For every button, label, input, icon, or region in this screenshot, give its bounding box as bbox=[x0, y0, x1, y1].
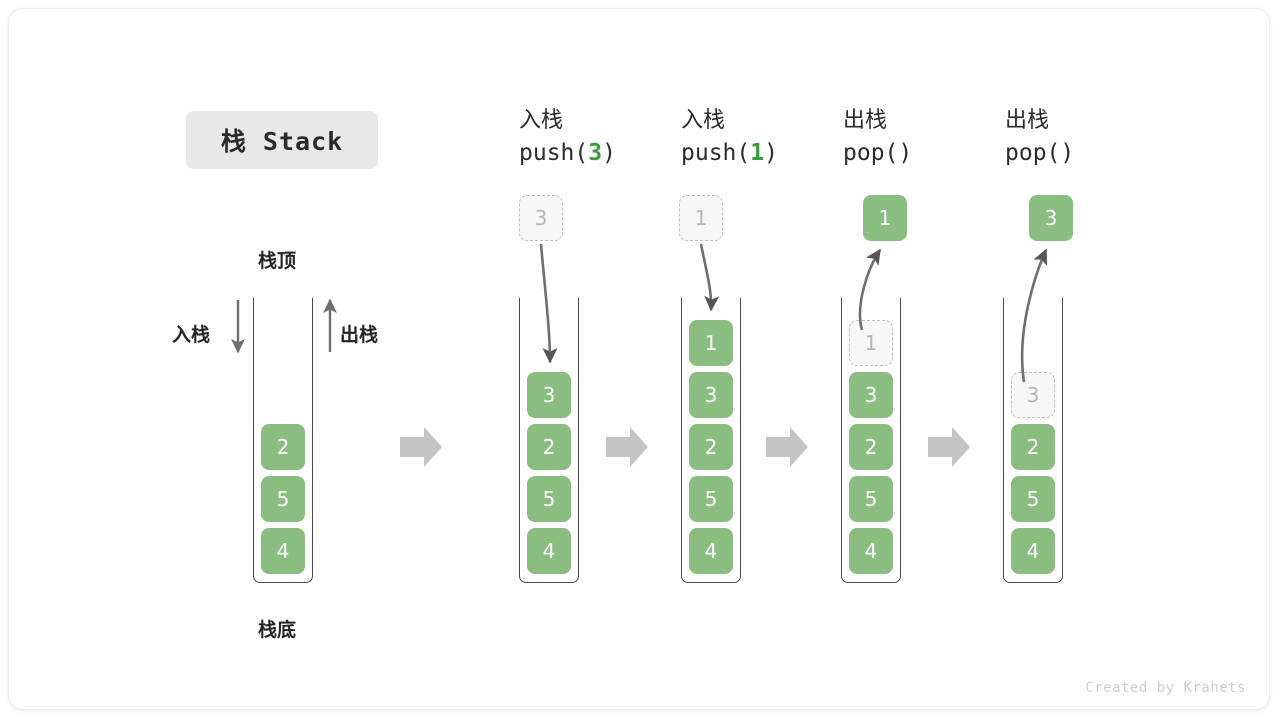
push-3-incoming-cell: 3 bbox=[519, 195, 563, 241]
pop-1-cell: 1 bbox=[849, 320, 893, 366]
column-header-push-3: 入栈 push(3) bbox=[519, 108, 616, 166]
push-3-cell: 2 bbox=[527, 424, 571, 470]
pop-1-cell: 3 bbox=[849, 372, 893, 418]
pop-1-stack-container bbox=[841, 298, 901, 583]
stack-push-label: 入栈 bbox=[172, 324, 211, 346]
pop-1-outgoing-cell: 1 bbox=[863, 195, 907, 241]
left-stack-cell: 5 bbox=[261, 476, 305, 522]
push-1-cell: 1 bbox=[689, 320, 733, 366]
column-header-pop-1: 出栈 pop() bbox=[843, 108, 913, 166]
stack-top-label: 栈顶 bbox=[258, 250, 297, 272]
pop-2-cell: 5 bbox=[1011, 476, 1055, 522]
column-header-push-1: 入栈 push(1) bbox=[681, 108, 778, 166]
push-1-cell: 4 bbox=[689, 528, 733, 574]
pop-2-cell: 3 bbox=[1011, 372, 1055, 418]
push-3-cell: 5 bbox=[527, 476, 571, 522]
push-3-cell: 4 bbox=[527, 528, 571, 574]
push-1-stack-container bbox=[681, 298, 741, 583]
stack-title-badge: 栈 Stack bbox=[186, 111, 378, 169]
push-1-cell: 3 bbox=[689, 372, 733, 418]
push-1-cell: 2 bbox=[689, 424, 733, 470]
push-1-cell: 5 bbox=[689, 476, 733, 522]
pop-2-cell: 4 bbox=[1011, 528, 1055, 574]
pop-2-outgoing-cell: 3 bbox=[1029, 195, 1073, 241]
push-3-stack-container bbox=[519, 298, 579, 583]
pop-1-cell: 2 bbox=[849, 424, 893, 470]
pop-1-cell: 5 bbox=[849, 476, 893, 522]
left-stack-cell: 4 bbox=[261, 528, 305, 574]
pop-2-cell: 2 bbox=[1011, 424, 1055, 470]
stack-pop-label: 出栈 bbox=[340, 324, 379, 346]
push-1-incoming-cell: 1 bbox=[679, 195, 723, 241]
pop-2-stack-container bbox=[1003, 298, 1063, 583]
left-stack-container bbox=[253, 298, 313, 583]
stack-bottom-label: 栈底 bbox=[258, 619, 297, 641]
left-stack-cell: 2 bbox=[261, 424, 305, 470]
push-3-cell: 3 bbox=[527, 372, 571, 418]
column-header-pop-2: 出栈 pop() bbox=[1005, 108, 1075, 166]
pop-1-cell: 4 bbox=[849, 528, 893, 574]
watermark-credit: Created by Krahets bbox=[1085, 680, 1246, 696]
